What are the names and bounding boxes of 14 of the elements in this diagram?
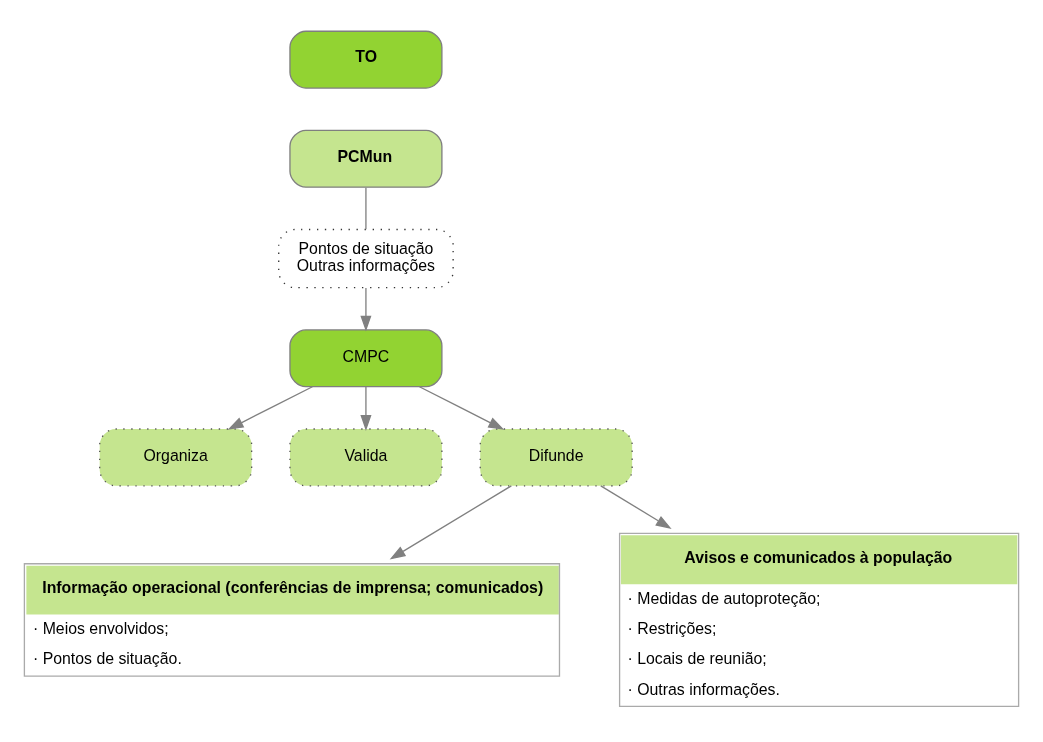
arrow (418, 385, 505, 430)
connector (365, 186, 367, 230)
node-box: PCMun (289, 129, 443, 188)
arrow (227, 385, 314, 430)
node-box: Difunde (479, 427, 633, 486)
arrow (389, 484, 512, 559)
arrow (600, 484, 672, 529)
node-box: Pontos de situação Outras informações (278, 228, 454, 288)
node-box: CMPC (289, 328, 443, 387)
node-box: Valida (289, 427, 443, 486)
arrow (360, 385, 372, 431)
node-box: Organiza (99, 427, 253, 486)
arrow (360, 286, 372, 332)
node-box: TO (289, 30, 443, 89)
